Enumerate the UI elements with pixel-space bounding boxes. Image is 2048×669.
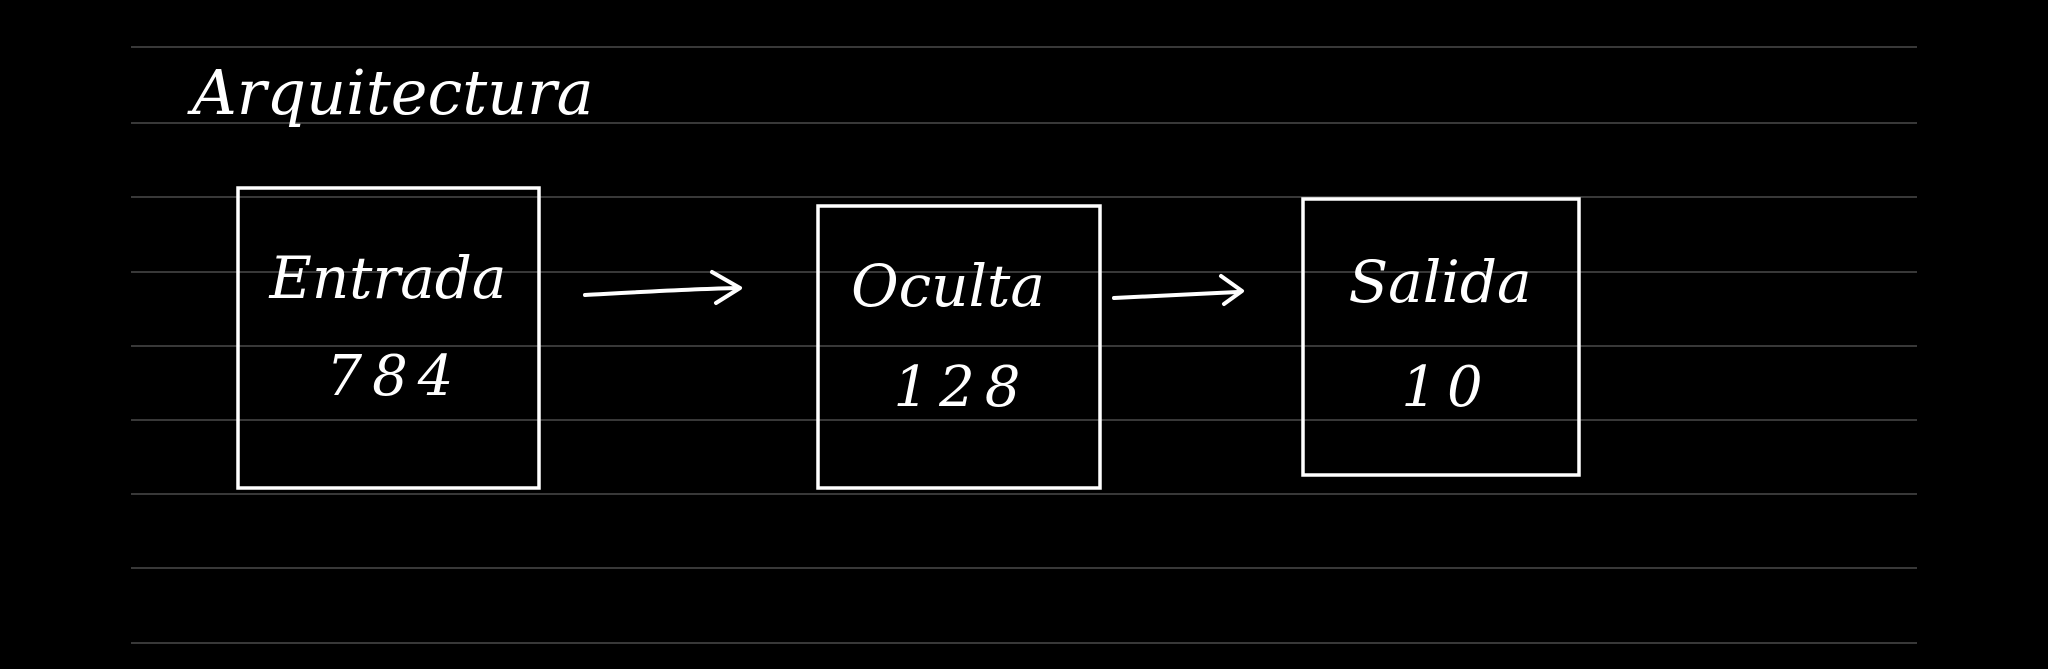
layer-name: Oculta xyxy=(851,252,1045,320)
arrow-shaft xyxy=(583,286,740,297)
right-arrow-icon xyxy=(583,270,742,305)
ruled-lines xyxy=(131,46,1917,644)
right-arrow-icon xyxy=(1112,274,1244,306)
layer-box-outline xyxy=(816,204,1102,490)
layer-box-oculta: Oculta 128 xyxy=(816,204,1102,490)
layer-units: 128 xyxy=(894,355,1031,420)
layer-name: Entrada xyxy=(268,244,506,312)
layer-box-salida: Salida 10 xyxy=(1301,197,1581,477)
layer-box-outline xyxy=(236,186,541,490)
arrow-head xyxy=(710,270,742,305)
layer-box-outline xyxy=(1301,197,1581,477)
arrow-head xyxy=(1219,274,1244,306)
layer-units: 784 xyxy=(327,344,464,409)
layer-units: 10 xyxy=(1401,355,1492,420)
layer-name: Salida xyxy=(1348,248,1531,316)
layer-box-entrada: Entrada 784 xyxy=(236,186,541,490)
diagram-title: Arquitectura xyxy=(187,56,594,129)
arrow-shaft xyxy=(1112,290,1240,300)
